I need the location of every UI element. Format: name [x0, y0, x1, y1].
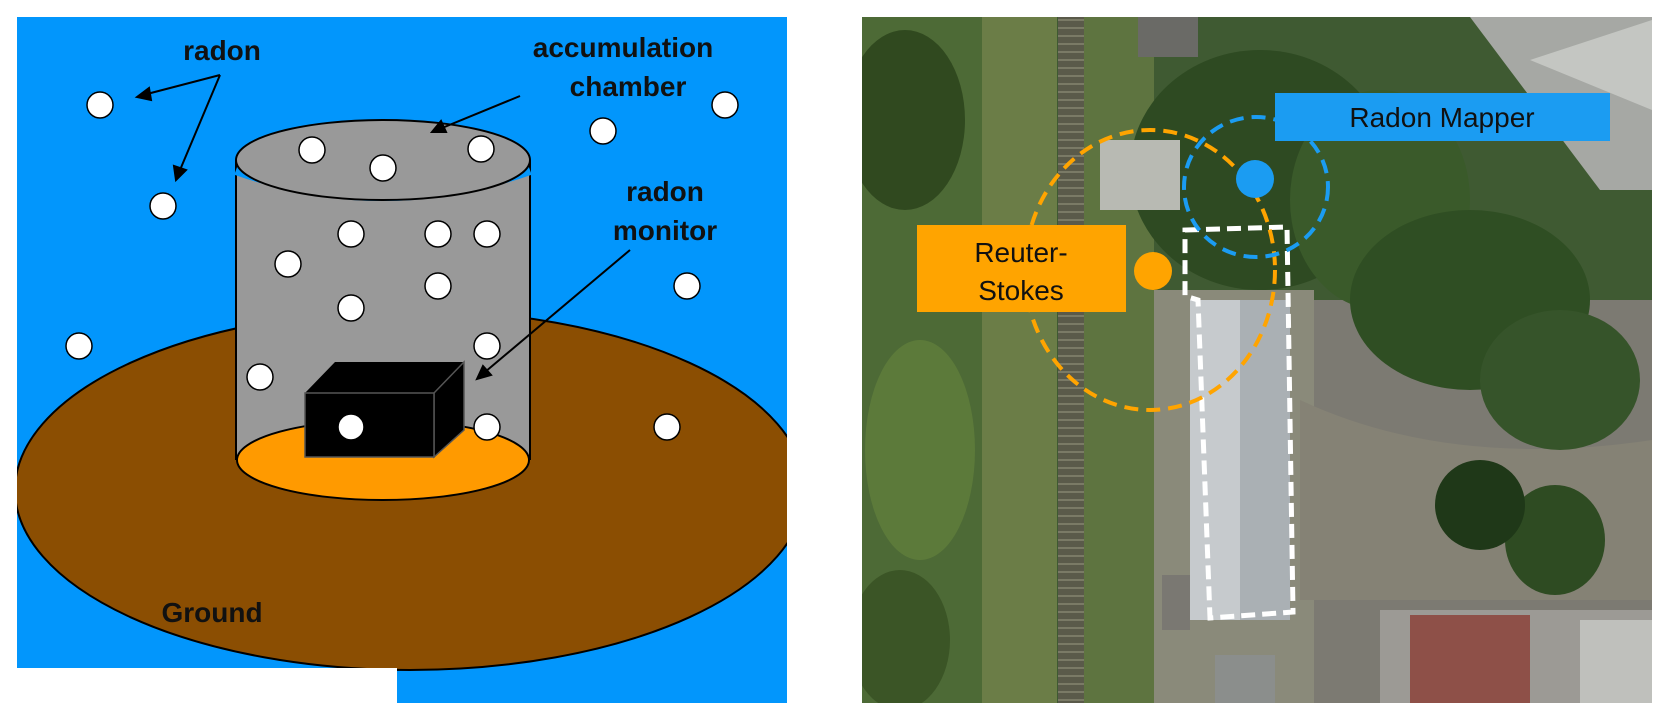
- reuter-stokes-range: [1023, 128, 1277, 412]
- radon-atom: [337, 220, 365, 248]
- radon-monitor-label-line2: monitor: [613, 215, 717, 246]
- radon-atom: [246, 363, 274, 391]
- radon-atom: [653, 413, 681, 441]
- ground-label: Ground: [161, 597, 262, 628]
- radon-atom: [473, 332, 501, 360]
- accumulation-chamber-label-line1: accumulation: [533, 32, 713, 63]
- radon-atom: [673, 272, 701, 300]
- radon-atom: [473, 220, 501, 248]
- reuter-stokes-label-line1: Reuter-: [974, 237, 1067, 268]
- radon-monitor-box: [304, 360, 465, 459]
- accumulation-chamber-diagram: radon accumulation chamber radon monitor…: [17, 17, 787, 708]
- radon-mapper-range: [1182, 115, 1330, 259]
- radon-mapper-label: Radon Mapper: [1349, 102, 1534, 133]
- radon-mapper-label-box: Radon Mapper: [1275, 93, 1610, 141]
- radon-atom: [369, 154, 397, 182]
- reuter-stokes-label-line2: Stokes: [978, 275, 1064, 306]
- radon-mapper-marker: [1236, 160, 1274, 198]
- radon-atom: [589, 117, 617, 145]
- radon-atom: [337, 413, 365, 441]
- radon-atom: [424, 220, 452, 248]
- radon-atom: [711, 91, 739, 119]
- radon-atom: [149, 192, 177, 220]
- reuter-stokes-marker: [1134, 252, 1172, 290]
- radon-monitor-label-line1: radon: [626, 176, 704, 207]
- railway-track: [1058, 17, 1084, 703]
- radon-atom: [424, 272, 452, 300]
- radon-atom: [467, 135, 495, 163]
- radon-atoms: [65, 91, 739, 441]
- building-outline: [1182, 224, 1296, 621]
- reuter-stokes-label-box: Reuter- Stokes: [917, 225, 1126, 312]
- radon-atom: [473, 413, 501, 441]
- radon-atom: [298, 136, 326, 164]
- radon-atom: [65, 332, 93, 360]
- label-arrows: [134, 74, 631, 381]
- radon-label: radon: [183, 35, 261, 66]
- radon-atom: [337, 294, 365, 322]
- radon-atom: [86, 91, 114, 119]
- radon-atom: [274, 250, 302, 278]
- accumulation-chamber-label-line2: chamber: [570, 71, 687, 102]
